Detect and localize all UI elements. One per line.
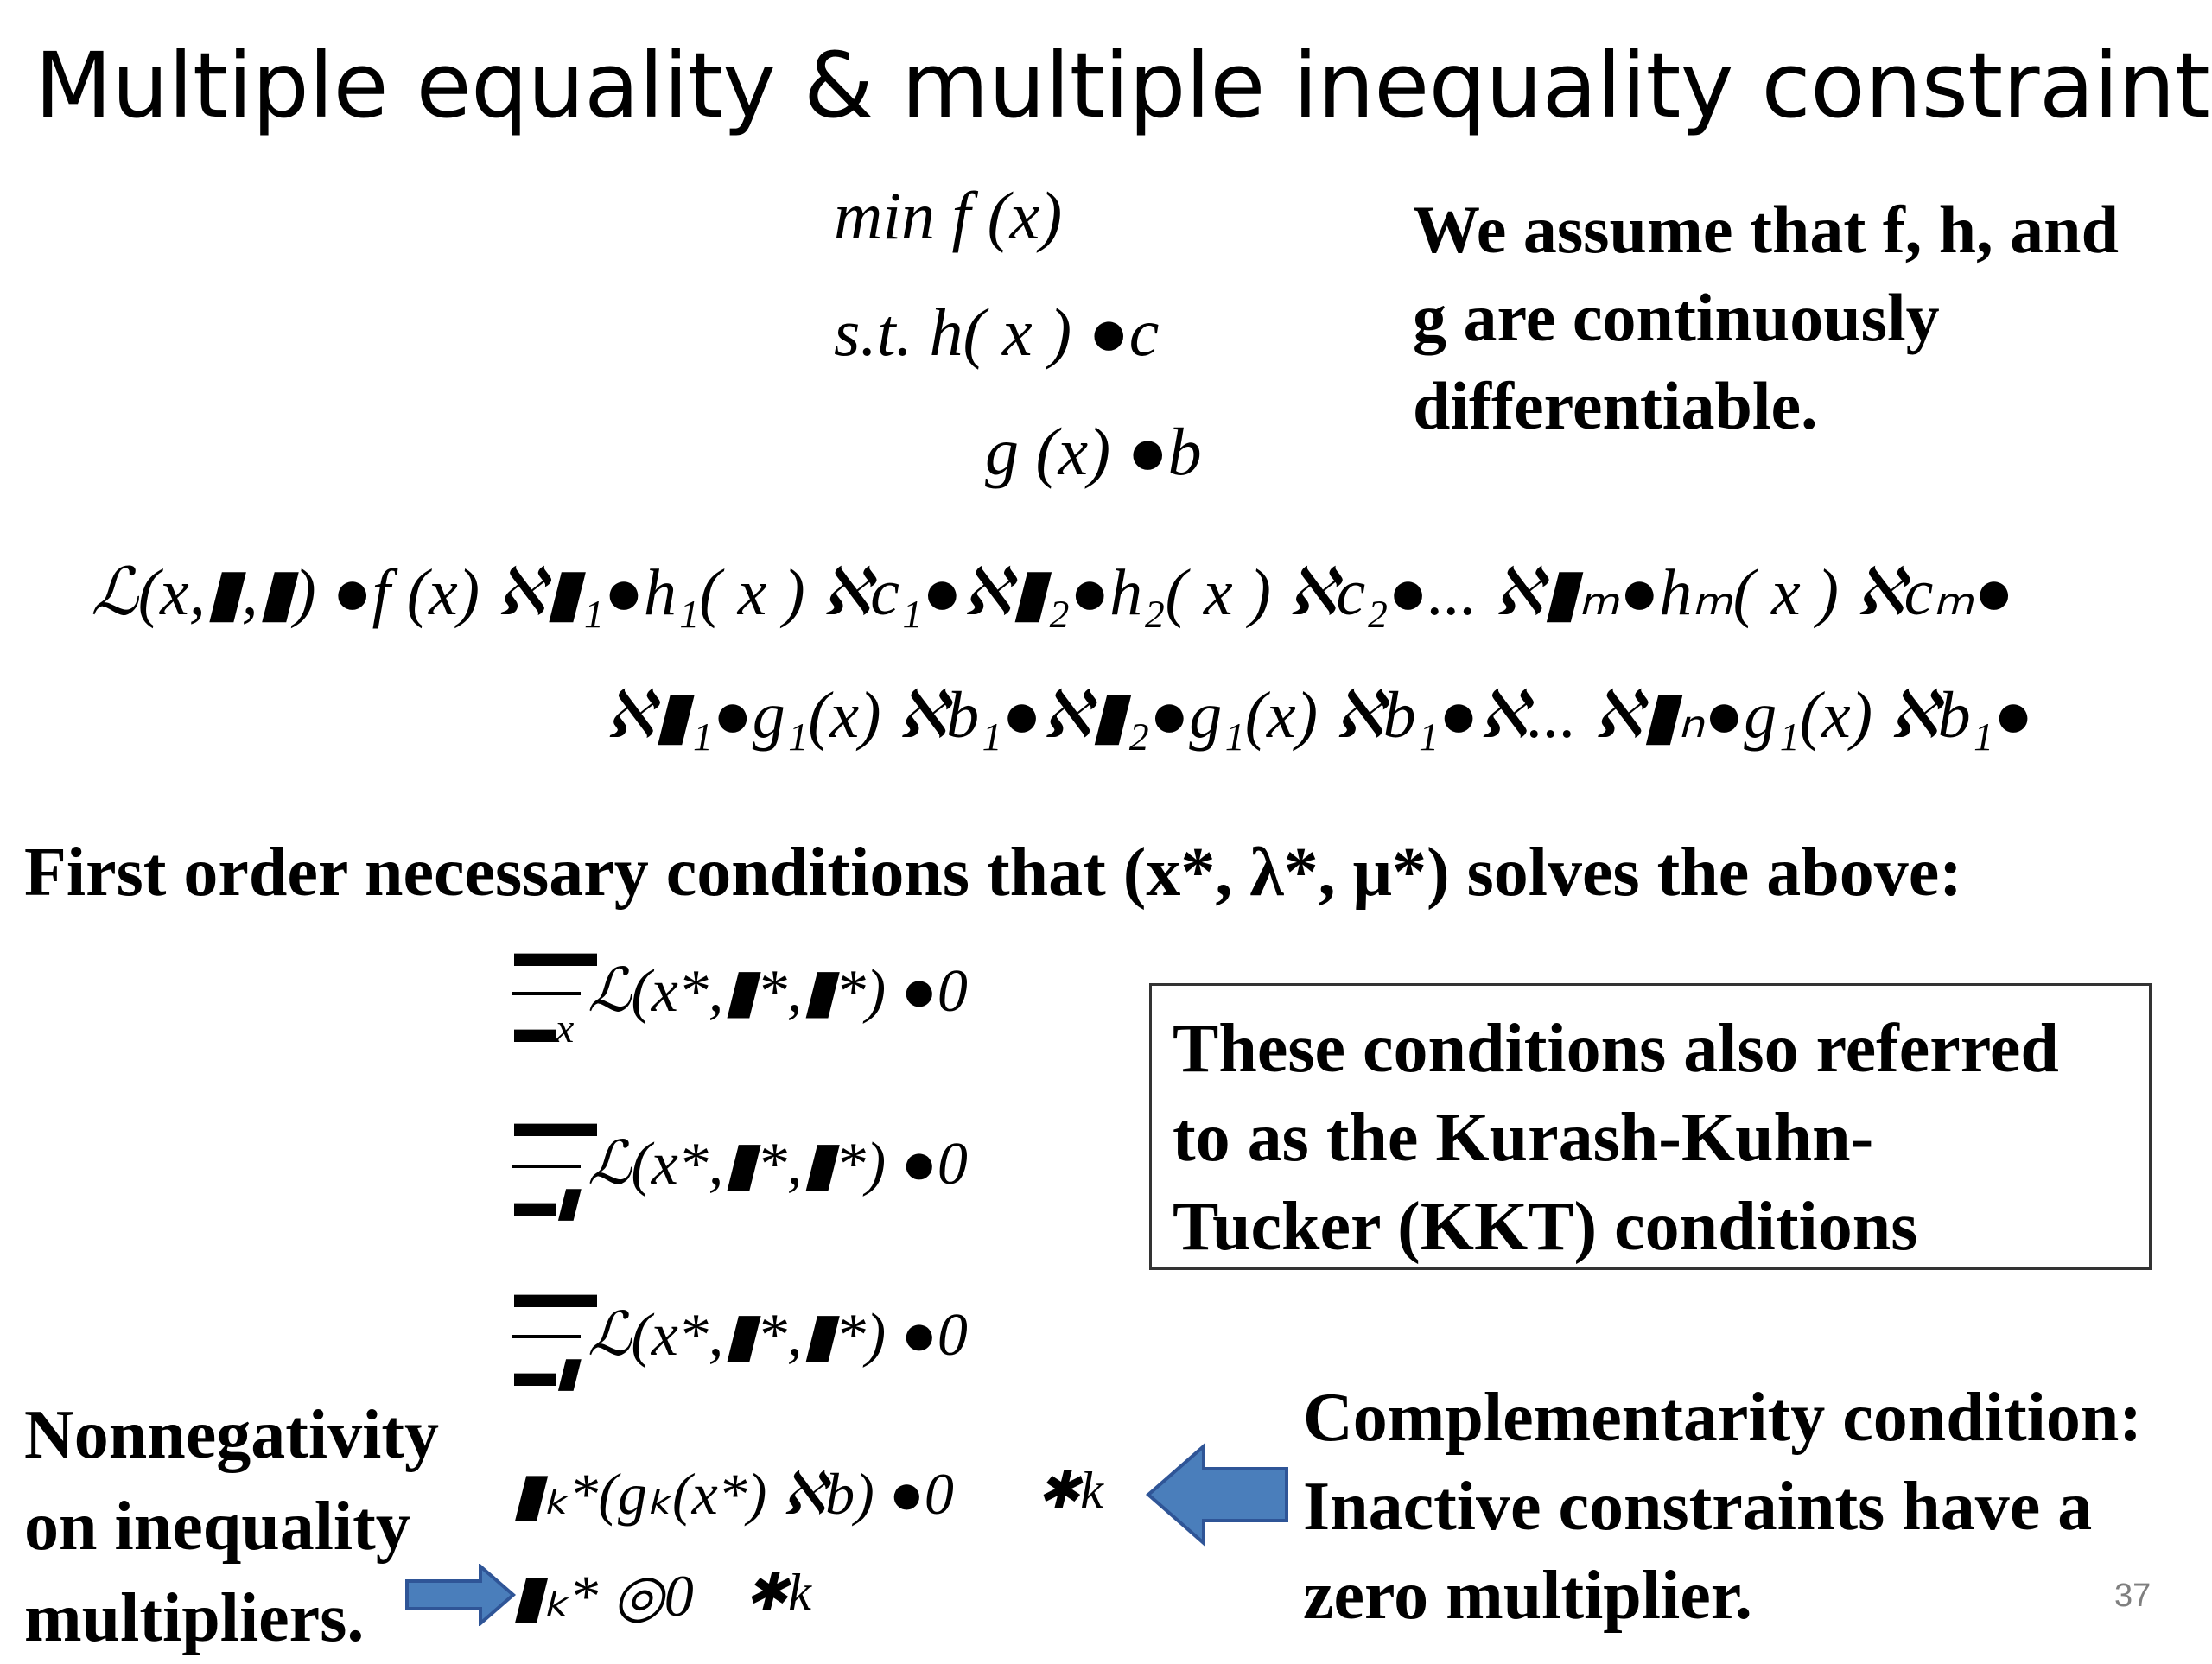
gradient-mu-denominator: ▬▮ [514, 1350, 579, 1395]
lagrangian-line-1: ℒ(x,▮,▮) ●f (x) ℵ▮₁●h₁( x ) ℵc₁●ℵ▮₂●h₂( … [91, 556, 2014, 629]
gradient-lambda-numerator: ▬▬ [514, 1100, 597, 1146]
kkt-callout-box: These conditions also referred to as the… [1149, 983, 2152, 1270]
nonnegativity-note: Nonnegativity on inequality multipliers. [24, 1397, 439, 1656]
gradient-lambda-denominator: ▬▮ [514, 1179, 579, 1225]
page-number: 37 [2114, 1578, 2152, 1614]
nonnegativity-forall: ✱k [745, 1564, 811, 1621]
slide-title: Multiple equality & multiple inequality … [35, 33, 2212, 138]
assumption-text: We assume that f, h, and g are continuou… [1413, 192, 2119, 443]
right-arrow-icon [405, 1564, 517, 1626]
complementarity-forall: ✱k [1037, 1462, 1103, 1519]
condition-gradient-lambda: ℒ(x*,▮*,▮*) ●0 [588, 1131, 968, 1197]
lagrangian-line-2: ℵ▮₁●g₁(x) ℵb₁●ℵ▮₂●g₁(x) ℵb₁●ℵ... ℵ▮ₙ●g₁(… [605, 679, 2033, 752]
condition-gradient-x: ℒ(x*,▮*,▮*) ●0 [588, 958, 968, 1025]
equality-constraint: s.t. h( x ) ●c [834, 295, 1160, 370]
kkt-callout-text: These conditions also referred to as the… [1173, 1011, 2059, 1265]
left-arrow-icon [1145, 1443, 1288, 1547]
gradient-x-denominator: ▬x [514, 1006, 575, 1051]
complementarity-expression: ▮ₖ*(gₖ(x*) ℵb) ●0 [512, 1461, 954, 1527]
complementarity-note: Complementarity condition: Inactive cons… [1303, 1380, 2143, 1634]
objective: min f (x) [834, 178, 1063, 253]
foc-heading: First order necessary conditions that (x… [24, 835, 1962, 911]
nonnegativity-expression: ▮ₖ* ◎0 [512, 1563, 694, 1629]
gradient-mu-numerator: ▬▬ [514, 1271, 597, 1317]
gradient-x-numerator: ▬▬ [514, 930, 597, 975]
condition-gradient-mu: ℒ(x*,▮*,▮*) ●0 [588, 1302, 968, 1369]
inequality-constraint: g (x) ●b [985, 414, 1202, 489]
